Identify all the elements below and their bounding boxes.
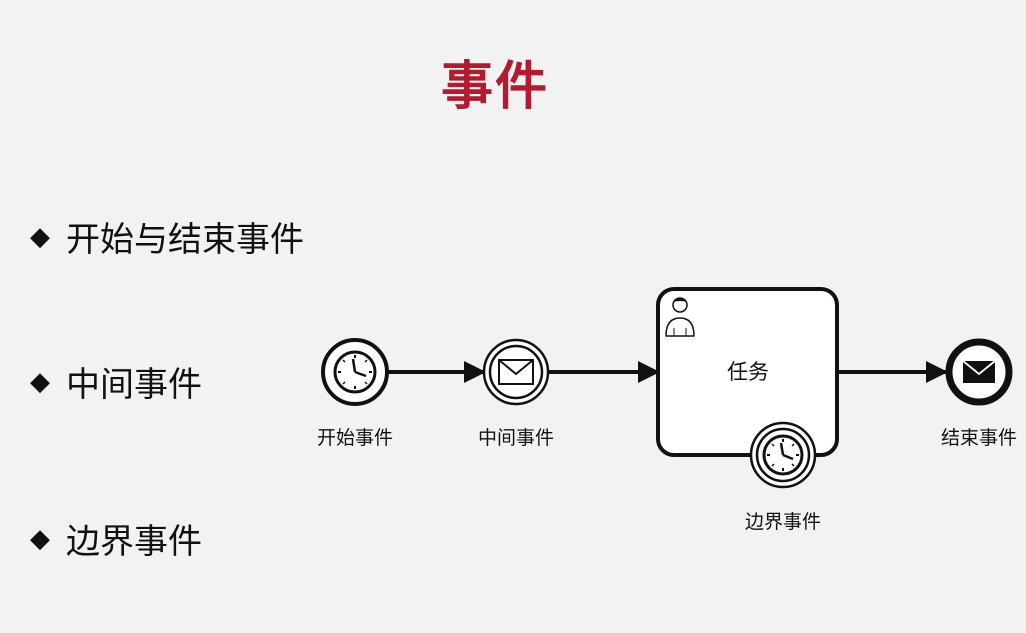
boundary-event[interactable]	[749, 421, 817, 489]
bullet-start-end-events: ◆ 开始与结束事件	[30, 212, 304, 261]
start-event-label: 开始事件	[317, 427, 393, 449]
envelope-icon	[498, 359, 534, 385]
intermediate-event-label: 中间事件	[478, 427, 554, 449]
bullet-boundary-events: ◆ 边界事件	[30, 514, 202, 563]
intermediate-event[interactable]	[482, 338, 550, 406]
bullet-text: 中间事件	[66, 365, 202, 405]
boundary-event-label: 边界事件	[745, 511, 821, 533]
task-label: 任务	[727, 360, 769, 384]
user-task[interactable]	[656, 287, 839, 457]
timer-icon	[762, 434, 804, 476]
slide-title: 事件	[440, 57, 549, 117]
bullet-text: 开始与结束事件	[66, 220, 304, 260]
diamond-bullet-icon: ◆	[30, 523, 50, 554]
start-event[interactable]	[321, 338, 389, 406]
user-icon	[665, 297, 695, 337]
envelope-filled-icon	[962, 360, 996, 383]
end-event-label: 结束事件	[941, 427, 1017, 449]
bullet-intermediate-events: ◆ 中间事件	[30, 357, 202, 406]
bullet-text: 边界事件	[66, 522, 202, 562]
timer-icon	[333, 350, 377, 394]
diamond-bullet-icon: ◆	[30, 366, 50, 397]
end-event[interactable]	[945, 338, 1013, 406]
diamond-bullet-icon: ◆	[30, 221, 50, 252]
